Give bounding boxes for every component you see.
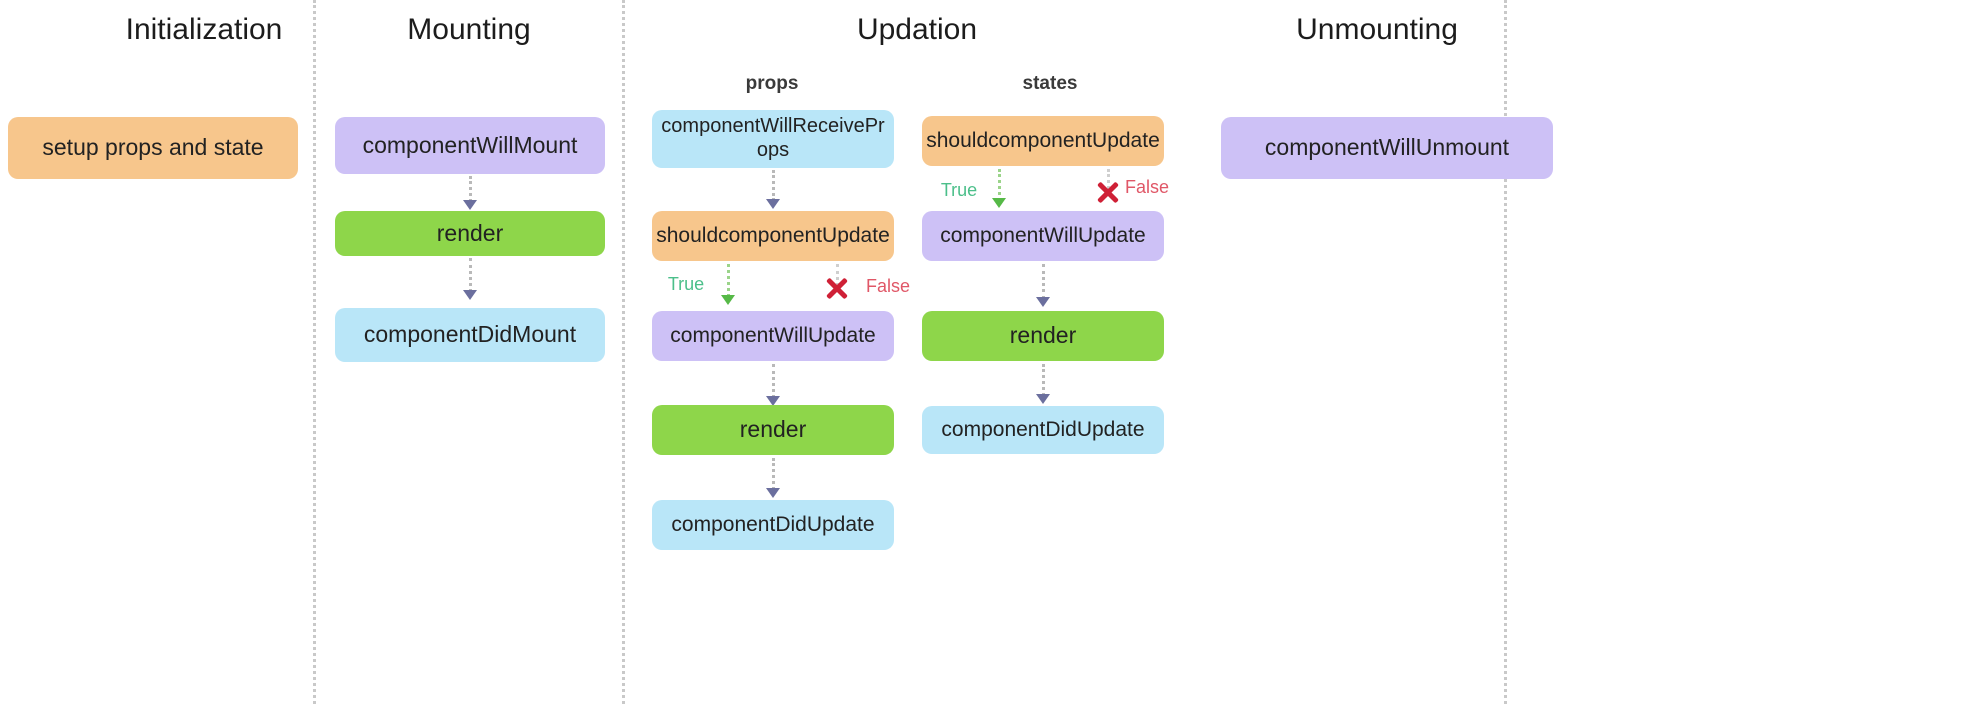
- connector-props-3: [772, 458, 775, 490]
- arrow-down-icon: [766, 488, 780, 498]
- node-label: setup props and state: [42, 134, 264, 161]
- subheading-props: props: [745, 73, 799, 94]
- connector-props-2: [772, 364, 775, 398]
- branch-label-false: False: [865, 276, 911, 296]
- arrow-down-icon: [1036, 394, 1050, 404]
- arrow-down-icon: [766, 199, 780, 209]
- node-states-render[interactable]: render: [922, 311, 1164, 361]
- node-setup-props-and-state[interactable]: setup props and state: [8, 117, 298, 179]
- node-component-will-unmount[interactable]: componentWillUnmount: [1221, 117, 1553, 179]
- node-label: componentWillMount: [362, 131, 578, 158]
- node-component-will-receive-props[interactable]: componentWillReceivePr ops: [652, 110, 894, 168]
- node-states-should-component-update[interactable]: shouldcomponentUpdate: [922, 116, 1164, 166]
- connector-states-1: [1042, 264, 1045, 299]
- connector-mounting-2: [469, 258, 472, 292]
- arrow-down-icon: [1036, 297, 1050, 307]
- arrow-down-icon: [766, 396, 780, 406]
- phase-title-updation: Updation: [856, 13, 978, 46]
- connector-states-2: [1042, 364, 1045, 396]
- node-component-did-mount[interactable]: componentDidMount: [335, 308, 605, 362]
- phase-title-unmounting: Unmounting: [1296, 13, 1458, 46]
- node-component-will-mount[interactable]: componentWillMount: [335, 117, 605, 174]
- arrow-down-icon: [992, 198, 1006, 208]
- node-mounting-render[interactable]: render: [335, 211, 605, 256]
- node-label: componentWillUnmount: [1264, 134, 1510, 161]
- connector-states-true: [998, 169, 1001, 201]
- node-label: render: [1009, 322, 1077, 349]
- connector-props-true: [727, 264, 730, 297]
- node-label: componentWillUpdate: [940, 223, 1146, 247]
- column-divider-3: [1504, 0, 1507, 704]
- node-label: shouldcomponentUpdate: [926, 128, 1160, 152]
- node-label: componentDidUpdate: [671, 512, 875, 536]
- node-props-should-component-update[interactable]: shouldcomponentUpdate: [652, 211, 894, 261]
- arrow-down-icon: [721, 295, 735, 305]
- x-mark-icon: [1095, 179, 1121, 205]
- column-divider-2: [622, 0, 625, 704]
- arrow-down-icon: [463, 290, 477, 300]
- node-label: componentDidUpdate: [941, 417, 1145, 441]
- x-mark-icon: [824, 275, 850, 301]
- connector-props-false: [836, 264, 839, 292]
- node-props-component-will-update[interactable]: componentWillUpdate: [652, 311, 894, 361]
- node-label: render: [739, 416, 807, 443]
- node-props-component-did-update[interactable]: componentDidUpdate: [652, 500, 894, 550]
- node-label: shouldcomponentUpdate: [656, 223, 890, 247]
- branch-label-true: True: [940, 180, 978, 200]
- subheading-states: states: [1022, 73, 1078, 94]
- branch-label-true: True: [667, 274, 705, 294]
- node-label: componentWillUpdate: [670, 323, 876, 347]
- phase-title-mounting: Mounting: [407, 13, 531, 46]
- branch-label-false: False: [1124, 177, 1170, 197]
- node-label: componentWillReceivePr ops: [661, 115, 885, 161]
- node-states-component-will-update[interactable]: componentWillUpdate: [922, 211, 1164, 261]
- arrow-down-icon: [463, 200, 477, 210]
- connector-props-1: [772, 170, 775, 201]
- connector-mounting-1: [469, 176, 472, 202]
- node-states-component-did-update[interactable]: componentDidUpdate: [922, 406, 1164, 454]
- column-divider-1: [313, 0, 316, 704]
- node-label: componentDidMount: [363, 321, 577, 348]
- connector-states-false: [1107, 169, 1110, 195]
- node-props-render[interactable]: render: [652, 405, 894, 455]
- node-label: render: [436, 219, 504, 246]
- phase-title-initialization: Initialization: [125, 13, 283, 46]
